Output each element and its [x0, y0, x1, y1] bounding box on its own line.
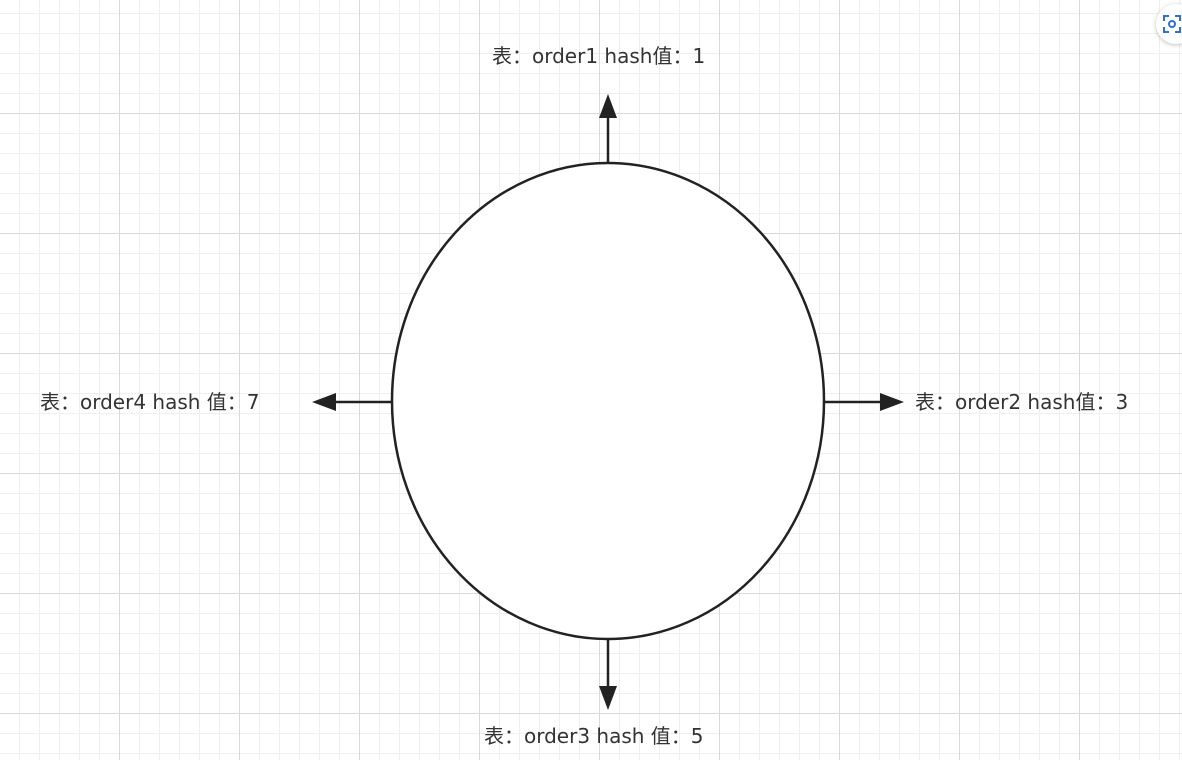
label-order4[interactable]: 表：order4 hash 值：7 [40, 390, 260, 414]
focus-icon [1163, 15, 1181, 33]
arrow-right[interactable] [824, 393, 904, 411]
arrow-bottom[interactable] [599, 639, 617, 710]
hash-ring[interactable] [390, 161, 826, 641]
arrow-top[interactable] [599, 94, 617, 162]
label-order3[interactable]: 表：order3 hash 值：5 [484, 724, 704, 748]
label-order2[interactable]: 表：order2 hash值：3 [915, 390, 1129, 414]
focus-button[interactable] [1156, 4, 1182, 44]
arrow-left[interactable] [312, 393, 392, 411]
label-order1[interactable]: 表：order1 hash值：1 [492, 44, 706, 68]
